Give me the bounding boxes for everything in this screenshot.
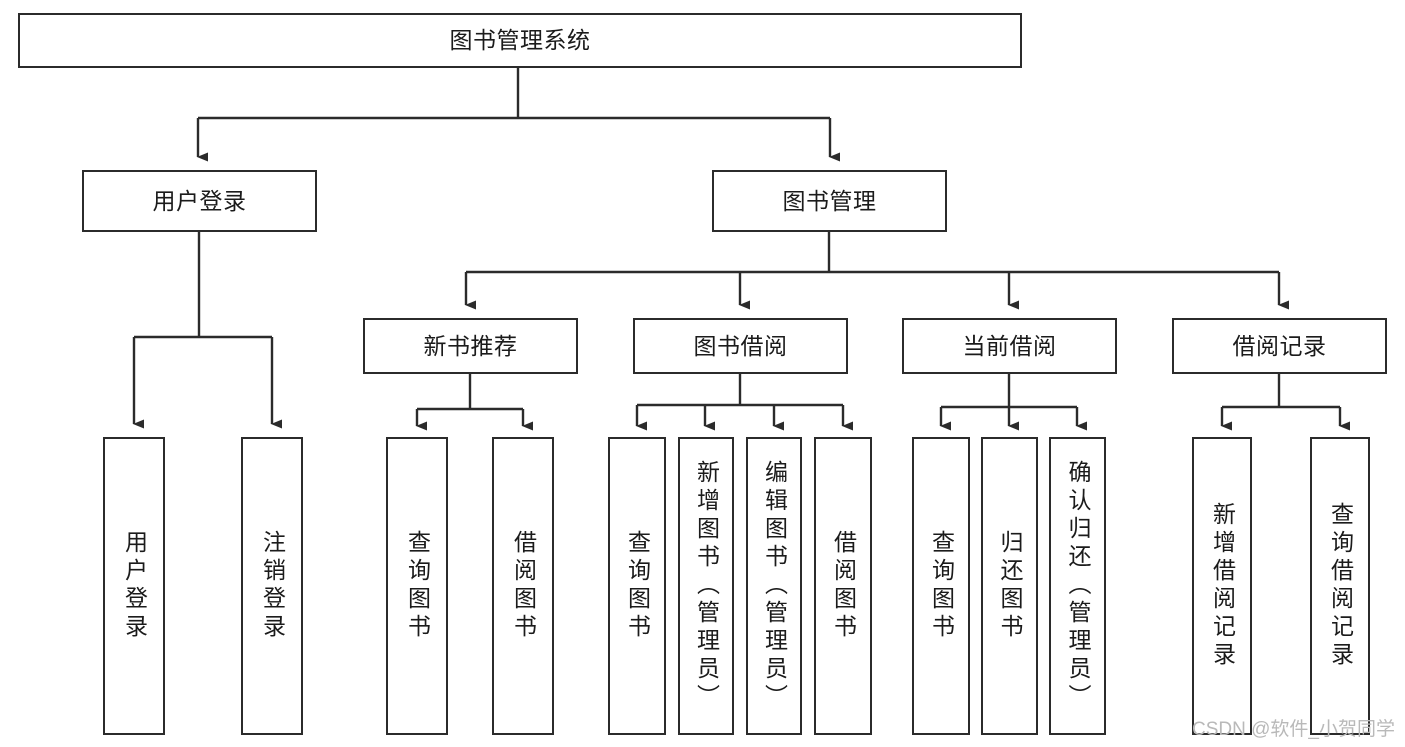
node-leaf-query-book-2-label: 查询图书 [624,530,651,642]
node-leaf-query-book-3[interactable]: 查询图书 [912,437,970,735]
node-book-borrow[interactable]: 图书借阅 [633,318,848,374]
node-leaf-logout-label: 注销登录 [259,530,286,642]
node-leaf-logout[interactable]: 注销登录 [241,437,303,735]
node-new-book-rec-label: 新书推荐 [423,332,518,359]
node-root-label: 图书管理系统 [449,27,591,54]
node-leaf-borrow-book-2[interactable]: 借阅图书 [814,437,872,735]
node-leaf-edit-book[interactable]: 编辑图书（管理员） [746,437,802,735]
node-book-manage-label: 图书管理 [782,187,877,214]
node-leaf-borrow-book-1-label: 借阅图书 [510,530,537,642]
node-leaf-query-book-1-label: 查询图书 [404,530,431,642]
node-leaf-add-book[interactable]: 新增图书（管理员） [678,437,734,735]
node-borrow-record-label: 借阅记录 [1232,332,1327,359]
node-leaf-query-book-2[interactable]: 查询图书 [608,437,666,735]
node-leaf-query-book-1[interactable]: 查询图书 [386,437,448,735]
node-user-login-label: 用户登录 [152,187,247,214]
watermark-text: CSDN @软件_小贺同学 [1192,719,1395,740]
node-book-borrow-label: 图书借阅 [693,332,788,359]
node-current-borrow[interactable]: 当前借阅 [902,318,1117,374]
node-leaf-confirm-return[interactable]: 确认归还（管理员） [1049,437,1106,735]
node-leaf-query-record-label: 查询借阅记录 [1327,502,1354,670]
node-user-login[interactable]: 用户登录 [82,170,317,232]
node-leaf-add-book-label: 新增图书（管理员） [693,460,720,712]
node-leaf-confirm-return-label: 确认归还（管理员） [1065,460,1091,712]
node-leaf-user-login[interactable]: 用户登录 [103,437,165,735]
node-leaf-return-book-label: 归还图书 [997,530,1023,642]
node-leaf-add-record-label: 新增借阅记录 [1209,502,1236,670]
node-leaf-query-book-3-label: 查询图书 [928,530,955,642]
node-current-borrow-label: 当前借阅 [962,332,1057,359]
node-book-manage[interactable]: 图书管理 [712,170,947,232]
node-root[interactable]: 图书管理系统 [18,13,1022,68]
node-leaf-borrow-book-2-label: 借阅图书 [830,530,857,642]
node-leaf-borrow-book-1[interactable]: 借阅图书 [492,437,554,735]
node-borrow-record[interactable]: 借阅记录 [1172,318,1387,374]
node-leaf-query-record[interactable]: 查询借阅记录 [1310,437,1370,735]
node-leaf-user-login-label: 用户登录 [121,530,148,642]
node-leaf-return-book[interactable]: 归还图书 [981,437,1038,735]
node-new-book-rec[interactable]: 新书推荐 [363,318,578,374]
node-leaf-edit-book-label: 编辑图书（管理员） [761,460,788,712]
node-leaf-add-record[interactable]: 新增借阅记录 [1192,437,1252,735]
